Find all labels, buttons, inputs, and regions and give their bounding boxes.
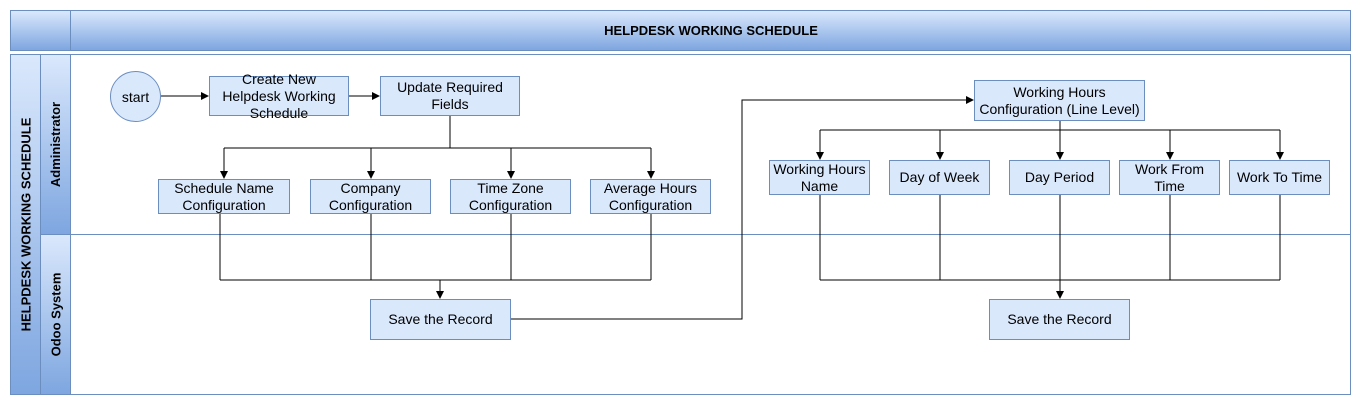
pool-header-bar [70, 10, 1351, 51]
node-working-hours-config: Working Hours Configuration (Line Level) [974, 80, 1145, 121]
edge-save1-working-hours [511, 96, 974, 320]
node-work-to-time: Work To Time [1229, 160, 1330, 195]
node-work-from-time: Work From Time [1119, 160, 1220, 195]
pool-header-corner [10, 10, 71, 51]
node-working-hours-name: Working Hours Name [769, 160, 870, 195]
lane-header-odoo-system [40, 234, 71, 395]
node-create-schedule: Create New Helpdesk Working Schedule [209, 71, 349, 121]
lane-odoo-system [70, 234, 1351, 395]
node-day-of-week: Day of Week [889, 160, 990, 195]
node-average-hours: Average Hours Configuration [590, 179, 711, 214]
node-schedule-name: Schedule Name Configuration [158, 179, 290, 214]
node-save-record-1: Save the Record [370, 299, 511, 340]
node-day-period: Day Period [1009, 160, 1110, 195]
diagram-title: HELPDESK WORKING SCHEDULE [604, 23, 818, 38]
node-save-record-2: Save the Record [989, 299, 1130, 340]
node-company: Company Configuration [310, 179, 431, 214]
start-node: start [110, 71, 161, 122]
node-time-zone: Time Zone Configuration [450, 179, 571, 214]
node-update-fields: Update Required Fields [380, 76, 520, 116]
